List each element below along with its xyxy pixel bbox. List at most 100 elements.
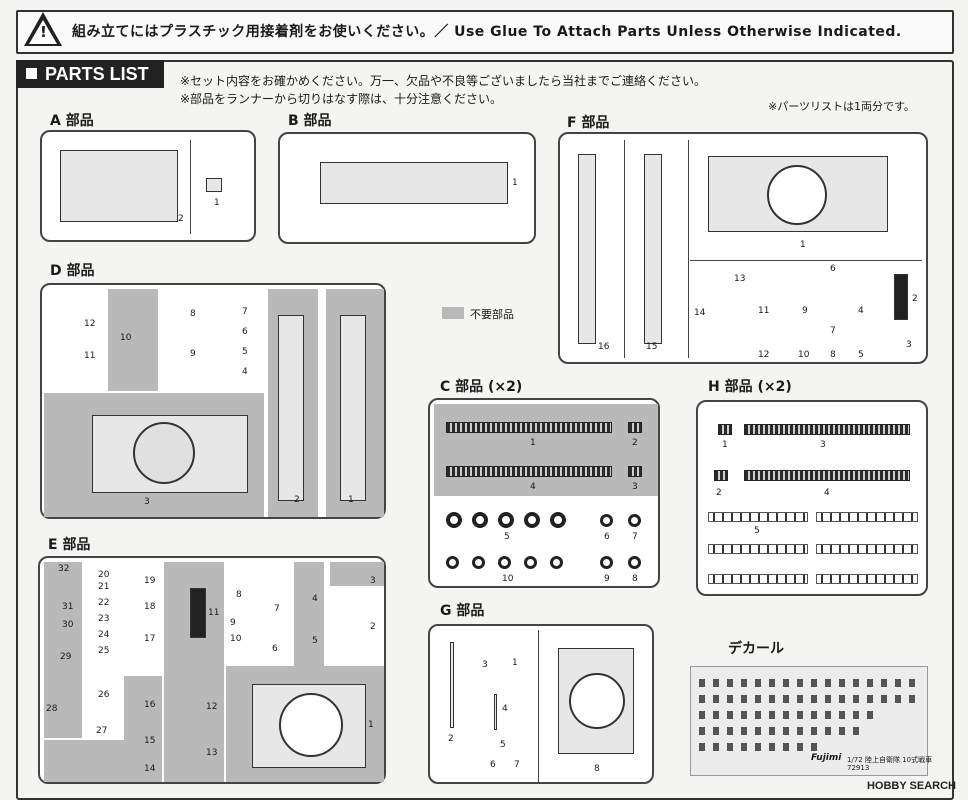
part-number: 2: [716, 488, 722, 498]
part-number: 11: [84, 351, 96, 361]
part-number: 28: [46, 704, 58, 714]
part-number: 15: [646, 342, 658, 352]
part-number: 6: [604, 532, 610, 542]
road-wheel: [472, 512, 488, 528]
part-number: 12: [206, 702, 218, 712]
glue-warning-text: 組み立てにはプラスチック用接着剤をお使いください。／ Use Glue To A…: [72, 24, 902, 40]
part-number: 22: [98, 598, 110, 608]
part-number: 7: [632, 532, 638, 542]
track-part: [744, 470, 910, 481]
part-number: 1: [800, 240, 806, 250]
return-roller: [498, 556, 511, 569]
sprue-g: 2 3 1 4 5 6 7 8: [428, 624, 654, 784]
side-skirt-part: [278, 315, 304, 501]
part-number: 21: [98, 582, 110, 592]
sprue-b: 1: [278, 132, 536, 244]
track-pads: [708, 544, 808, 554]
sprue-e: 32 20 21 19 31 22 23 18 30 24 29 25 17 2…: [38, 556, 386, 784]
part-number: 3: [906, 340, 912, 350]
turret-part: [252, 684, 366, 768]
part-number: 8: [632, 574, 638, 584]
turret-ring: [767, 165, 827, 225]
sprue-f: 16 15 1 13 14 11 12 9 10 6 7 8 4 5 2 3: [558, 132, 928, 364]
part-number: 4: [858, 306, 864, 316]
part-number: 2: [448, 734, 454, 744]
part-number: 7: [242, 307, 248, 317]
part-number: 25: [98, 646, 110, 656]
part-number: 9: [230, 618, 236, 628]
road-wheel: [498, 512, 514, 528]
unused-area: [124, 676, 162, 748]
part-number: 18: [144, 602, 156, 612]
part-number: 2: [912, 294, 918, 304]
unused-area: [44, 562, 82, 738]
side-skirt-part: [578, 154, 596, 344]
antenna-part: [494, 694, 497, 730]
part-number: 3: [632, 482, 638, 492]
part-number: 23: [98, 614, 110, 624]
part-number: 3: [482, 660, 488, 670]
track-part: [714, 470, 728, 481]
watermark: HOBBY SEARCH: [866, 780, 956, 792]
part-number: 10: [798, 350, 810, 360]
part-number: 1: [722, 440, 728, 450]
part-number: 7: [830, 326, 836, 336]
part-number: 20: [98, 570, 110, 580]
part-number: 12: [758, 350, 770, 360]
sprocket-wheel: [628, 514, 641, 527]
part-number: 1: [512, 178, 518, 188]
track-part: [744, 424, 910, 435]
section-label-f: F 部品: [567, 115, 610, 131]
return-roller: [550, 556, 563, 569]
part-number: 30: [62, 620, 74, 630]
section-label-g: G 部品: [440, 603, 485, 619]
unused-area: [294, 562, 324, 666]
return-roller: [524, 556, 537, 569]
dark-panel-part: [190, 588, 206, 638]
sprue-a: 2 1: [40, 130, 256, 242]
part-number: 14: [694, 308, 706, 318]
parts-list-title: PARTS LIST: [16, 60, 164, 88]
part-number: 1: [530, 438, 536, 448]
section-label-b: B 部品: [288, 113, 332, 129]
part-number: 3: [820, 440, 826, 450]
gun-barrel-part: [450, 642, 454, 728]
part-number: 4: [502, 704, 508, 714]
part-number: 17: [144, 634, 156, 644]
road-wheel: [446, 512, 462, 528]
part-number: 8: [236, 590, 242, 600]
track-part: [718, 424, 732, 435]
part-number: 11: [758, 306, 770, 316]
small-part: [206, 178, 222, 192]
dark-panel-part: [894, 274, 908, 320]
track-pads: [708, 574, 808, 584]
idler-wheel: [600, 514, 613, 527]
part-number: 13: [734, 274, 746, 284]
part-number: 9: [190, 349, 196, 359]
section-label-decal: デカール: [728, 641, 784, 657]
sprue-c: 1 2 4 3 5 6 7 10 9 8: [428, 398, 660, 588]
part-number: 4: [312, 594, 318, 604]
part-number: 2: [294, 495, 300, 505]
part-number: 1: [368, 720, 374, 730]
unused-parts-swatch: [442, 307, 464, 319]
unused-area: [330, 562, 384, 586]
track-pads: [708, 512, 808, 522]
road-wheel: [550, 512, 566, 528]
part-number: 5: [312, 636, 318, 646]
part-number: 7: [274, 604, 280, 614]
part-number: 9: [604, 574, 610, 584]
side-skirt-part: [644, 154, 662, 344]
part-number: 5: [504, 532, 510, 542]
return-roller: [446, 556, 459, 569]
part-number: 2: [370, 622, 376, 632]
hull-lower-part: [320, 162, 508, 204]
turret-base-part: [708, 156, 888, 232]
hull-deck-part: [92, 415, 248, 493]
part-number: 27: [96, 726, 108, 736]
road-wheel: [524, 512, 540, 528]
part-number: 15: [144, 736, 156, 746]
part-number: 1: [214, 198, 220, 208]
turret-ring: [279, 693, 343, 757]
part-number: 16: [144, 700, 156, 710]
